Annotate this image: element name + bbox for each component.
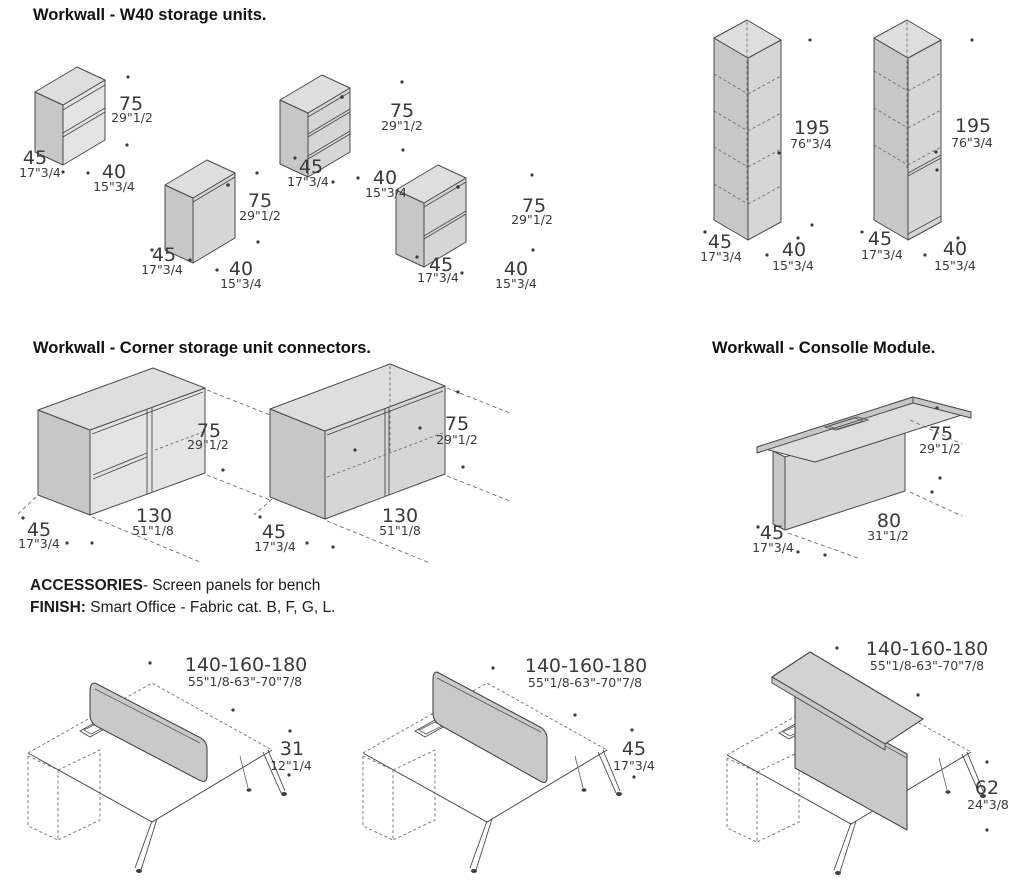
bench-tall-screen-drawing	[726, 646, 989, 875]
accessories-label: ACCESSORIES	[30, 577, 143, 594]
dim-height-in: 29"1/2	[919, 441, 961, 456]
dim-depth-in: 17"3/4	[254, 539, 296, 554]
dim-width-cm: 40	[101, 161, 127, 183]
dim-height-in: 76"3/4	[790, 136, 832, 151]
dim-height-cm: 75	[118, 93, 144, 115]
dim-width-in: 15"3/4	[365, 185, 407, 200]
consolle-module-drawing	[756, 396, 972, 559]
bench-low-screen-drawing	[27, 661, 292, 873]
dim-height-in: 76"3/4	[951, 135, 993, 150]
dim-width-cm: 140-160-180	[865, 638, 989, 660]
dim-height-in: 29"1/2	[511, 212, 553, 227]
dim-depth-cm: 45	[759, 522, 785, 544]
dim-depth-cm: 45	[261, 521, 287, 543]
dim-height-cm: 75	[521, 195, 547, 217]
dim-width-cm: 40	[372, 167, 398, 189]
dim-width-cm: 140-160-180	[184, 654, 308, 676]
dim-height-in: 29"1/2	[111, 110, 153, 125]
dim-screen-cm: 31	[279, 738, 305, 760]
dim-width-in: 55"1/8-63"-70"7/8	[527, 675, 643, 690]
dim-width-cm: 130	[135, 505, 173, 527]
corner-door-unit-drawing	[253, 363, 511, 564]
dim-depth-cm: 45	[428, 254, 454, 276]
dim-screen-in: 12"1/4	[270, 758, 312, 773]
dim-height-cm: 75	[444, 413, 470, 435]
finish-label: FINISH:	[30, 599, 86, 616]
dim-height-cm: 75	[247, 190, 273, 212]
finish-value: Smart Office - Fabric cat. B, F, G, L.	[85, 599, 336, 616]
dim-height-cm: 195	[793, 117, 831, 139]
w40-open-shelf-unit-drawing	[34, 66, 130, 175]
dim-depth-cm: 45	[867, 228, 893, 250]
w40-two-drawer-pedestal-drawing	[395, 164, 535, 275]
dim-width-in: 15"3/4	[93, 179, 135, 194]
dim-depth-cm: 45	[707, 231, 733, 253]
dim-width-in: 51"1/8	[379, 523, 421, 538]
consolle-section-title: Workwall - Consolle Module.	[712, 339, 936, 357]
dim-width-cm: 40	[503, 258, 529, 280]
w40-door-cabinet-drawing	[150, 159, 260, 272]
dim-height-in: 29"1/2	[187, 437, 229, 452]
dim-width-in: 15"3/4	[772, 258, 814, 273]
finish-line: FINISH: Smart Office - Fabric cat. B, F,…	[30, 599, 335, 617]
dim-height-cm: 75	[196, 420, 222, 442]
dim-depth-in: 17"3/4	[700, 249, 742, 264]
dim-height-cm: 75	[389, 100, 415, 122]
dim-height-cm: 75	[928, 423, 954, 445]
screen-panel-mid	[432, 671, 548, 783]
dim-height-in: 29"1/2	[239, 208, 281, 223]
dim-width-in: 31"1/2	[867, 528, 909, 543]
dim-width-cm: 40	[228, 258, 254, 280]
dim-screen-cm: 62	[974, 777, 1000, 799]
dim-height-in: 29"1/2	[381, 118, 423, 133]
dim-screen-in: 17"3/4	[613, 758, 655, 773]
dim-screen-cm: 45	[621, 738, 647, 760]
dim-width-in: 15"3/4	[220, 276, 262, 291]
dim-width-in: 15"3/4	[495, 276, 537, 291]
corner-section-title: Workwall - Corner storage unit connector…	[33, 339, 372, 357]
dim-depth-cm: 45	[298, 156, 324, 178]
dim-depth-cm: 45	[26, 519, 52, 541]
w40-tall-door-column-drawing	[860, 19, 974, 257]
dim-depth-cm: 45	[151, 244, 177, 266]
dim-depth-in: 17"3/4	[752, 540, 794, 555]
dim-depth-in: 17"3/4	[417, 270, 459, 285]
dim-height-cm: 195	[954, 115, 992, 137]
dim-depth-in: 17"3/4	[287, 174, 329, 189]
w40-section-title: Workwall - W40 storage units.	[33, 6, 267, 24]
dim-width-in: 55"1/8-63"-70"7/8	[869, 658, 985, 673]
dim-width-in: 15"3/4	[934, 258, 976, 273]
bench-mid-screen-drawing	[362, 666, 636, 873]
dim-width-cm: 80	[876, 510, 902, 532]
dim-depth-cm: 45	[22, 147, 48, 169]
dim-width-cm: 40	[942, 238, 968, 260]
w40-tall-open-column-drawing	[703, 19, 814, 257]
dim-height-in: 29"1/2	[436, 432, 478, 447]
screen-panel-low	[89, 682, 208, 782]
dim-width-in: 55"1/8-63"-70"7/8	[187, 674, 303, 689]
accessories-subtitle: - Screen panels for bench	[142, 577, 321, 594]
dim-depth-in: 17"3/4	[18, 536, 60, 551]
dim-depth-in: 17"3/4	[861, 247, 903, 262]
corner-open-unit-drawing	[17, 367, 271, 563]
dim-width-cm: 40	[781, 239, 807, 261]
dim-width-cm: 130	[381, 505, 419, 527]
dim-depth-in: 17"3/4	[19, 165, 61, 180]
accessories-heading: ACCESSORIES- Screen panels for bench	[30, 577, 320, 595]
dim-width-in: 51"1/8	[132, 523, 174, 538]
dim-screen-in: 24"3/8	[967, 797, 1009, 812]
w40-three-drawer-pedestal-drawing	[279, 74, 405, 184]
dim-depth-in: 17"3/4	[141, 262, 183, 277]
dim-width-cm: 140-160-180	[524, 655, 648, 677]
